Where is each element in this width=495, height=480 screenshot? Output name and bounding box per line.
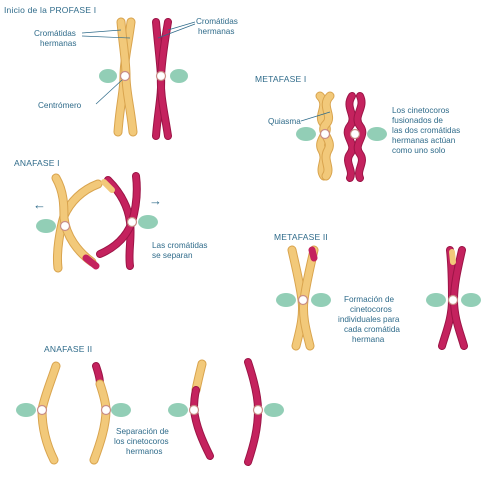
label-kinetochores-fused-2: fusionados de (392, 116, 443, 125)
anaphase2-yellow-chromatid-left (16, 361, 61, 465)
label-chromatids-separate-1: Las cromátidas (152, 241, 208, 250)
label-kinetochore-separation-1: Separación de (116, 427, 169, 436)
label-centromere: Centrómero (38, 101, 82, 110)
label-chromatids-separate-2: se separan (152, 251, 193, 260)
label-sister-chromatids-right-1: Cromátidas (196, 17, 238, 26)
label-kinetochores-fused-1: Los cinetocoros (392, 106, 449, 115)
label-kinetochore-separation-3: hermanos (126, 447, 162, 456)
label-kinetochores-fused-4: hermanas actúan (392, 136, 456, 145)
stage-title-metaphase2: METAFASE II (274, 232, 328, 242)
anaphase2-pink-chromatid-right (244, 358, 284, 466)
label-individual-kinetochores-3: individuales para (338, 315, 400, 324)
anaphase1-pink-chromosome (96, 172, 158, 270)
anaphase1-panel: ANAFASE I ← → Las cromátidas se separan (14, 158, 208, 273)
metaphase2-panel: METAFASE II Formación de cinetocoros ind… (274, 232, 481, 351)
metaphase1-yellow-chromosome (296, 91, 335, 181)
stage-title-anaphase2: ANAFASE II (44, 344, 92, 354)
label-individual-kinetochores-4: cada cromátida (344, 325, 400, 334)
label-individual-kinetochores-1: Formación de (344, 295, 395, 304)
label-kinetochore-separation-2: los cinetocoros (114, 437, 169, 446)
label-sister-chromatids-left-1: Cromátidas (34, 29, 76, 38)
prophase1-panel: Inicio de la PROFASE I Cromátidas herman… (4, 5, 238, 140)
arrow-right-icon: → (149, 193, 162, 208)
label-kinetochores-fused-5: como uno solo (392, 146, 446, 155)
centromere-icon (119, 70, 131, 82)
label-sister-chromatids-left-2: hermanas (40, 39, 76, 48)
anaphase2-pink-chromatid-left (168, 359, 214, 460)
stage-title-prophase1: Inicio de la PROFASE I (4, 5, 96, 15)
label-sister-chromatids-right-2: hermanas (198, 27, 234, 36)
metaphase2-yellow-chromosome (276, 245, 331, 351)
anaphase2-yellow-chromatid-right (89, 362, 131, 465)
label-individual-kinetochores-5: hermana (352, 335, 385, 344)
prophase1-pink-chromosome (152, 18, 188, 140)
anaphase2-panel: ANAFASE II (16, 344, 284, 466)
prophase1-yellow-chromosome (99, 17, 138, 137)
stage-title-anaphase1: ANAFASE I (14, 158, 60, 168)
label-kinetochores-fused-3: las dos cromátidas (392, 126, 460, 135)
anaphase1-yellow-chromosome (36, 173, 103, 273)
metaphase1-panel: METAFASE I Quiasma Los cinetocoros fusio… (255, 74, 460, 182)
metaphase1-pink-chromosome (343, 92, 387, 182)
stage-title-metaphase1: METAFASE I (255, 74, 306, 84)
arrow-left-icon: ← (33, 197, 46, 212)
label-individual-kinetochores-2: cinetocoros (350, 305, 392, 314)
label-chiasma: Quiasma (268, 117, 301, 126)
metaphase2-pink-chromosome (426, 246, 481, 350)
